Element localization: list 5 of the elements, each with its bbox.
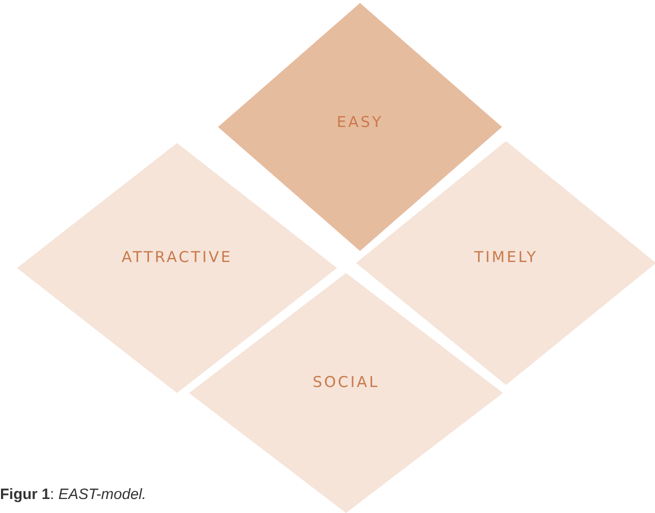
- diamond-label: EASY: [336, 113, 384, 131]
- diamond-label: ATTRACTIVE: [120, 248, 234, 266]
- figure-caption: Figur 1: EAST-model.: [0, 486, 146, 503]
- diamond-label: TIMELY: [473, 248, 539, 266]
- diamond-label: SOCIAL: [312, 373, 380, 391]
